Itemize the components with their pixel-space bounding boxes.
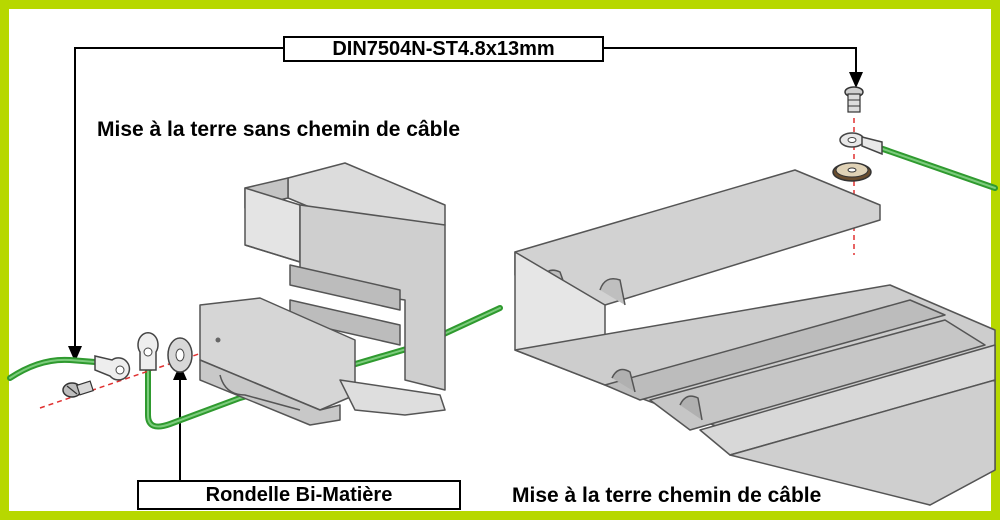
bi-material-washer-icon xyxy=(167,337,193,373)
washer-label: Rondelle Bi-Matière xyxy=(137,480,461,510)
axis-line-left xyxy=(39,344,226,409)
ring-terminal-right-icon xyxy=(839,132,883,156)
aluminium-profile-left xyxy=(199,162,446,426)
leader-arrowhead-left xyxy=(68,346,82,362)
washer-right-icon xyxy=(832,162,872,182)
ground-wire-right xyxy=(877,145,998,191)
screw-spec-label: DIN7504N-ST4.8x13mm xyxy=(283,36,604,62)
heading-without-cable-tray: Mise à la terre sans chemin de câble xyxy=(97,118,461,141)
ground-wire-left xyxy=(7,305,503,430)
cable-tray-profile-right xyxy=(514,169,996,506)
screw-left-icon xyxy=(62,380,94,398)
screw-right-icon xyxy=(844,86,864,113)
leader-arrowhead-right xyxy=(849,72,863,88)
ring-terminal-left-2-icon xyxy=(137,332,159,371)
heading-with-cable-tray: Mise à la terre chemin de câble xyxy=(512,484,822,507)
ring-terminal-left-1-icon xyxy=(94,355,131,381)
screw-callout-leaders xyxy=(74,47,857,352)
